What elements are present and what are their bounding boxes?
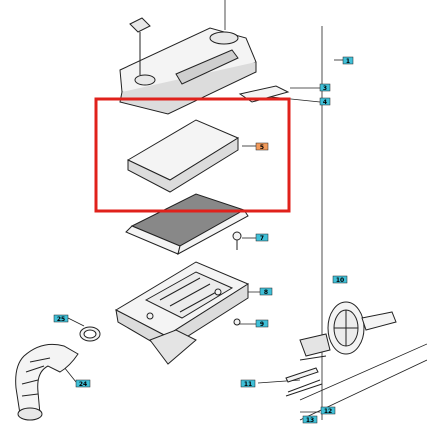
pre-filter [126, 119, 240, 193]
intake-hose [15, 343, 79, 421]
callout-7[interactable]: 7 [255, 233, 269, 242]
air-filter-cover [119, 17, 257, 115]
starter-assembly [299, 301, 397, 361]
nut-part [233, 318, 241, 326]
svg-text:7: 7 [260, 235, 264, 242]
callout-10[interactable]: 10 [332, 275, 348, 284]
svg-text:25: 25 [57, 316, 65, 323]
callout-4[interactable]: 4 [319, 97, 331, 106]
callout-tags: 1 3 4 5 7 8 9 10 [53, 56, 354, 424]
rod-part [285, 367, 321, 393]
filter-housing [114, 261, 250, 365]
hose-clamp [79, 326, 101, 342]
callout-9[interactable]: 9 [255, 319, 269, 328]
svg-text:13: 13 [306, 417, 314, 424]
svg-text:8: 8 [264, 289, 268, 296]
svg-text:11: 11 [244, 381, 252, 388]
callout-12[interactable]: 12 [320, 406, 336, 415]
highlight-frame [94, 97, 291, 213]
svg-text:1: 1 [346, 58, 350, 65]
svg-text:3: 3 [323, 85, 327, 92]
callout-1[interactable]: 1 [342, 56, 354, 65]
callout-3[interactable]: 3 [319, 83, 331, 92]
callout-24[interactable]: 24 [75, 379, 91, 388]
svg-text:9: 9 [260, 321, 264, 328]
callout-25[interactable]: 25 [53, 314, 69, 323]
callout-13[interactable]: 13 [302, 415, 318, 424]
svg-text:4: 4 [323, 99, 327, 106]
callout-5[interactable]: 5 [255, 142, 269, 151]
svg-text:10: 10 [336, 277, 344, 284]
screw-part [232, 231, 242, 250]
cable-part [285, 383, 323, 397]
pleated-filter [125, 193, 249, 255]
callout-11[interactable]: 11 [240, 379, 256, 388]
svg-text:24: 24 [79, 381, 87, 388]
svg-text:5: 5 [260, 144, 264, 151]
callout-8[interactable]: 8 [259, 287, 273, 296]
svg-text:12: 12 [324, 408, 332, 415]
